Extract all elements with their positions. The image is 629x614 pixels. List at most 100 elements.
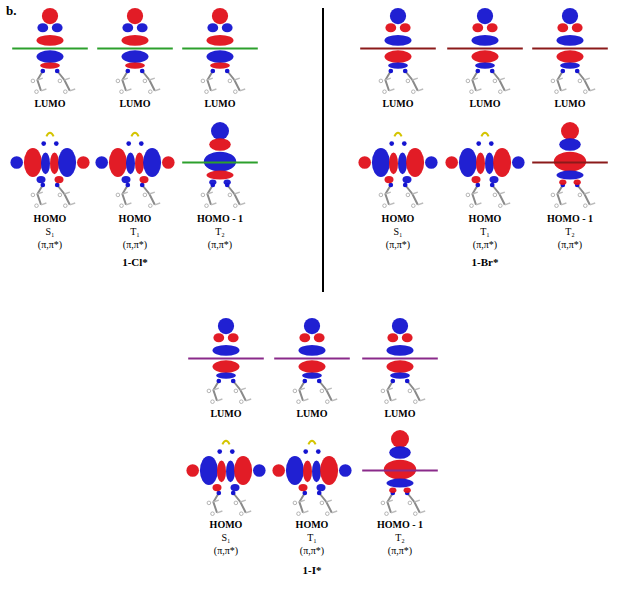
halogen-bond (532, 162, 608, 164)
nitrogen-atom (475, 69, 480, 74)
alkyl-chain (577, 71, 590, 91)
nitrogen-atom (389, 141, 394, 146)
hydrogen-atom (414, 400, 418, 404)
orbital-lobe (122, 35, 149, 46)
hydrogen-bond (217, 399, 222, 401)
hydrogen-bond (240, 89, 245, 91)
hydrogen-atom (207, 501, 211, 505)
homo-orbital (186, 441, 265, 516)
orbital-lobe (385, 176, 394, 183)
orbital-lobe (389, 153, 398, 175)
hydrogen-bond (505, 89, 510, 91)
orbital-lobe (135, 153, 144, 175)
orbital-lobe (561, 122, 579, 140)
hydrogen-bond (240, 500, 245, 502)
hydrogen-atom (414, 512, 418, 516)
hydrogen-bond (557, 78, 562, 80)
alkyl-chain (233, 493, 246, 513)
alkyl-chain (122, 71, 127, 91)
hydrogen-bond (126, 203, 131, 205)
orbital-lobe (37, 176, 46, 183)
halogen-bond (182, 162, 258, 164)
orbital-lobe (559, 180, 566, 185)
hydrogen-atom (551, 79, 555, 83)
hydrogen-atom (240, 400, 244, 404)
alkyl-chain (407, 381, 420, 401)
alkyl-chain (299, 493, 304, 513)
halogen-bond (182, 48, 258, 50)
hydrogen-bond (499, 78, 504, 80)
hydrogen-bond (149, 78, 154, 80)
nitrogen-atom (216, 491, 221, 496)
orbital-lobe (560, 62, 580, 68)
orbital-lobe (304, 318, 320, 334)
hydrogen-bond (420, 399, 425, 401)
orbital-lobe (218, 318, 234, 334)
hydrogen-atom (555, 204, 559, 208)
alkyl-chain (319, 381, 332, 401)
hydrogen-atom (584, 204, 588, 208)
alkyl-chain (57, 71, 70, 91)
lumo-orbital (362, 318, 438, 404)
alkyl-chain (227, 185, 240, 205)
orbital-lobe (472, 176, 481, 183)
orbital-label: HOMO (382, 213, 415, 224)
orbital-lobe (40, 62, 60, 68)
nitrogen-atom (40, 183, 45, 188)
orbital-lobe (339, 464, 352, 477)
orbital-lobe (559, 138, 581, 151)
orbital-lobe (387, 360, 414, 373)
panel-letter: b. (6, 4, 16, 18)
halogen-bond (97, 48, 173, 50)
nitrogen-atom (41, 141, 46, 146)
hydrogen-atom (499, 204, 503, 208)
homo-orbital (272, 441, 351, 516)
alkyl-chain (213, 493, 218, 513)
halogen-bond (360, 48, 436, 50)
hydrogen-atom (406, 193, 410, 197)
hydrogen-atom (381, 501, 385, 505)
nitrogen-atom (126, 141, 131, 146)
nitrogen-atom (403, 183, 408, 188)
hydrogen-atom (116, 193, 120, 197)
orbital-lobe (490, 176, 499, 183)
hydrogen-atom (326, 400, 330, 404)
nitrogen-atom (302, 379, 307, 384)
nitrogen-atom (390, 379, 395, 384)
orbital-lobe (389, 488, 396, 493)
hydrogen-atom (320, 389, 324, 393)
orbital-lobe (125, 62, 145, 68)
hydrogen-bond (211, 89, 216, 91)
nitrogen-atom (388, 69, 393, 74)
orbital-label: (π,π*) (214, 545, 238, 556)
alkyl-chain (492, 185, 505, 205)
hydrogen-atom (234, 90, 238, 94)
hydrogen-bond (385, 78, 390, 80)
orbital-lobe (126, 153, 135, 175)
halogen-bond (447, 48, 523, 50)
orbital-lobe (224, 180, 231, 185)
orbital-lobe (402, 333, 413, 342)
hydrogen-bond (64, 78, 69, 80)
orbital-lobe (127, 8, 143, 24)
alkyl-chain (227, 71, 240, 91)
nitrogen-atom (225, 69, 230, 74)
hydrogen-bond (561, 89, 566, 91)
alkyl-chain (387, 381, 392, 401)
hydrogen-bond (472, 192, 477, 194)
orbital-lobe (400, 23, 411, 32)
hydrogen-atom (35, 204, 39, 208)
orbital-lobe (207, 23, 218, 32)
hydrogen-atom (466, 79, 470, 83)
orbital-lobe (213, 484, 222, 491)
orbital-lobe (299, 345, 326, 356)
hydrogen-bond (476, 89, 481, 91)
orbital-lobe (162, 156, 175, 169)
hydrogen-bond (412, 192, 417, 194)
hydrogen-atom (470, 204, 474, 208)
orbital-lobe (574, 180, 581, 185)
hydrogen-bond (207, 78, 212, 80)
orbital-lobe (77, 156, 90, 169)
hydrogen-atom (293, 501, 297, 505)
orbital-lobe (557, 23, 568, 32)
